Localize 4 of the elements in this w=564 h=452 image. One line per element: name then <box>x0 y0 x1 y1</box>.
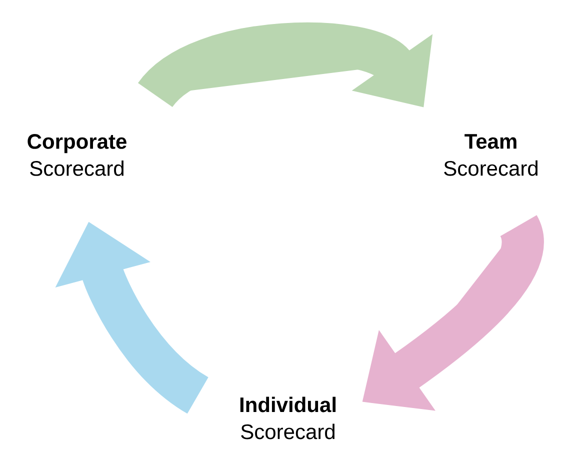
curved-arrow <box>140 22 433 110</box>
scorecard-label: Individual Scorecard <box>240 396 336 440</box>
scorecard-label: Team Scorecard <box>444 134 538 176</box>
scorecard-label: Corporate Scorecard <box>28 134 126 176</box>
